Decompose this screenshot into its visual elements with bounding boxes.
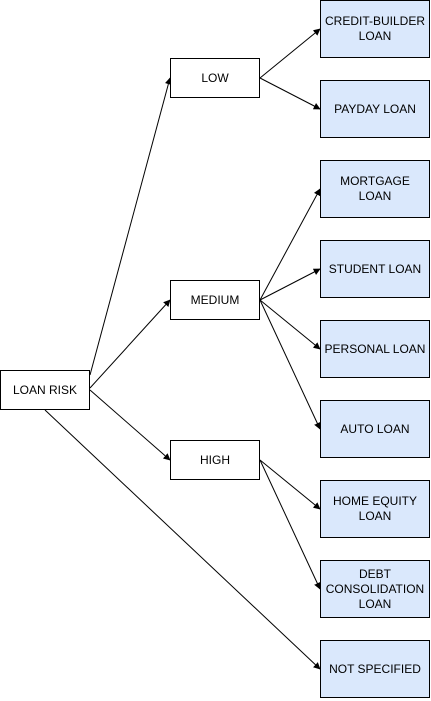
- node-not-specified: NOT SPECIFIED: [320, 640, 430, 698]
- node-home-equity-loan: HOME EQUITY LOAN: [320, 480, 430, 538]
- node-student-loan: STUDENT LOAN: [320, 240, 430, 298]
- edge-root-to-not_specified: [44, 409, 321, 670]
- node-loan-risk: LOAN RISK: [0, 370, 90, 410]
- edge-medium-to-auto: [259, 299, 321, 430]
- edge-root-to-high: [89, 389, 171, 461]
- edge-medium-to-student: [259, 268, 321, 301]
- node-credit-builder-loan: CREDIT-BUILDER LOAN: [320, 0, 430, 58]
- edge-high-to-debt_consolidation: [259, 459, 321, 590]
- edges-group: [44, 28, 321, 670]
- node-medium: MEDIUM: [170, 280, 260, 320]
- node-auto-loan: AUTO LOAN: [320, 400, 430, 458]
- edge-medium-to-personal: [259, 299, 321, 350]
- node-personal-loan: PERSONAL LOAN: [320, 320, 430, 378]
- edge-root-to-low: [89, 77, 172, 376]
- node-debt-consolidation-loan: DEBT CONSOLIDATION LOAN: [320, 560, 430, 618]
- edge-high-to-home_equity: [259, 459, 321, 510]
- node-payday-loan: PAYDAY LOAN: [320, 80, 430, 138]
- edge-medium-to-mortgage: [259, 188, 321, 301]
- edge-low-to-payday: [259, 77, 321, 110]
- node-mortgage-loan: MORTGAGE LOAN: [320, 160, 430, 218]
- edge-low-to-credit_builder: [259, 28, 321, 79]
- node-low: LOW: [170, 58, 260, 98]
- edge-root-to-medium: [89, 299, 171, 389]
- node-high: HIGH: [170, 440, 260, 480]
